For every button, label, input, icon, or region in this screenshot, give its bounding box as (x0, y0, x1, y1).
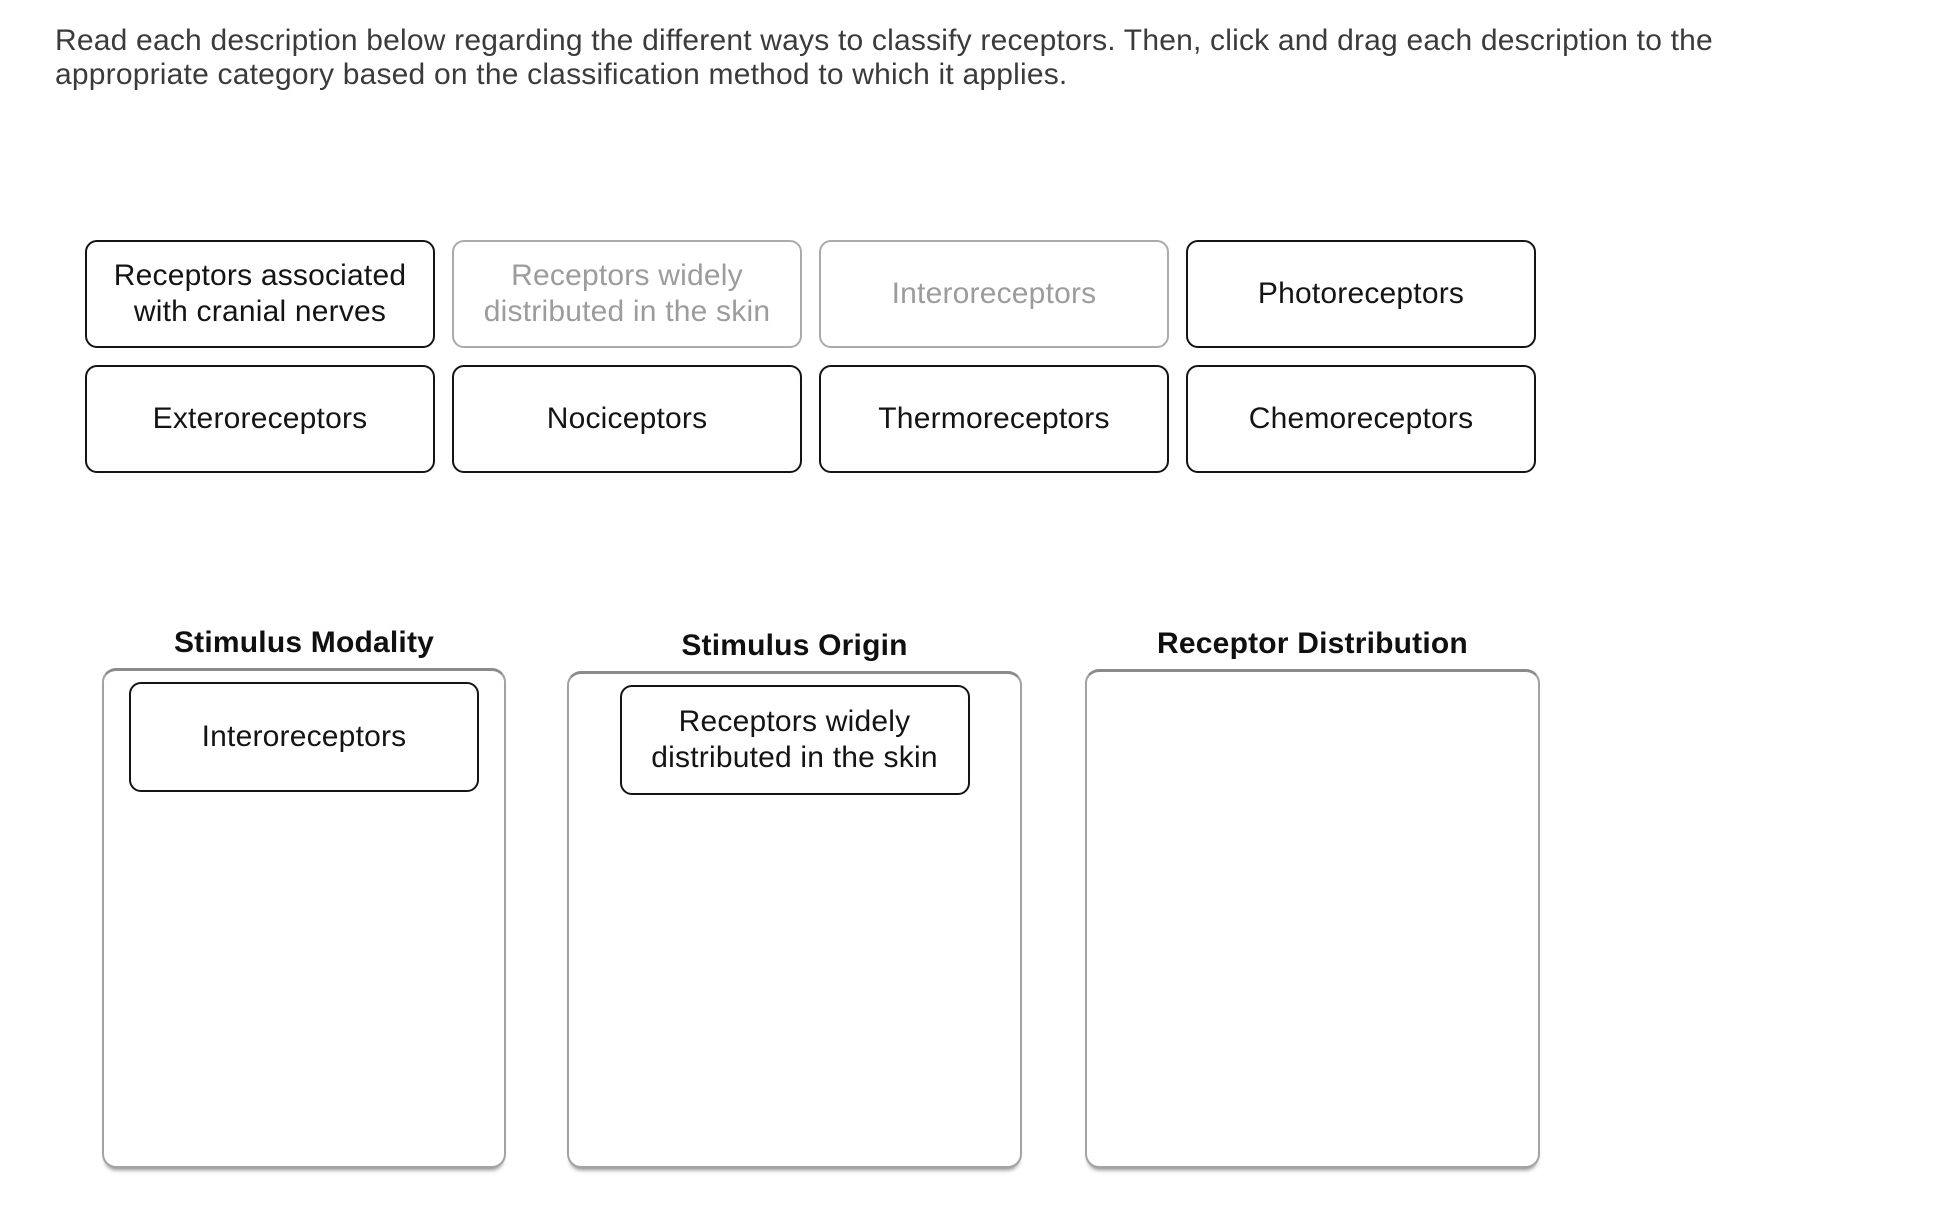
placed-chip-receptors-widely-distributed[interactable]: Receptors widely distributed in the skin (619, 685, 970, 795)
instructions-text: Read each description below regarding th… (55, 24, 1713, 91)
chip-label: Chemoreceptors (1248, 402, 1474, 435)
chip-label: Receptors widely distributed in the skin (651, 705, 938, 774)
chip-label: Thermoreceptors (878, 402, 1110, 435)
category-stimulus-modality: Stimulus Modality Interoreceptors (102, 626, 506, 1168)
bank-chip-interoreceptors: Interoreceptors (819, 240, 1169, 348)
bank-chip-thermoreceptors[interactable]: Thermoreceptors (819, 365, 1169, 473)
chip-label: Exteroreceptors (152, 402, 368, 435)
bank-chip-exteroreceptors[interactable]: Exteroreceptors (85, 365, 435, 473)
chip-label: Interoreceptors (891, 277, 1097, 310)
dropzone-stimulus-origin[interactable]: Receptors widely distributed in the skin (567, 671, 1022, 1168)
bank-chip-chemoreceptors[interactable]: Chemoreceptors (1186, 365, 1536, 473)
bank-chip-receptors-widely-distributed: Receptors widely distributed in the skin (452, 240, 802, 348)
dropzone-receptor-distribution[interactable] (1085, 669, 1540, 1168)
chip-label: Receptors widely distributed in the skin (483, 259, 771, 328)
category-stimulus-origin: Stimulus Origin Receptors widely distrib… (567, 629, 1022, 1168)
chip-label: Nociceptors (546, 402, 708, 435)
chip-label: Interoreceptors (201, 720, 407, 753)
category-title: Receptor Distribution (1157, 627, 1468, 660)
bank-chip-receptors-cranial-nerves[interactable]: Receptors associated with cranial nerves (85, 240, 435, 348)
placed-chip-interoreceptors[interactable]: Interoreceptors (129, 682, 479, 792)
bank-chip-nociceptors[interactable]: Nociceptors (452, 365, 802, 473)
dropzone-stimulus-modality[interactable]: Interoreceptors (102, 668, 506, 1168)
chip-label: Receptors associated with cranial nerves (113, 259, 407, 328)
chip-label: Photoreceptors (1257, 277, 1465, 310)
category-receptor-distribution: Receptor Distribution (1085, 627, 1540, 1168)
category-title: Stimulus Origin (681, 629, 908, 662)
category-title: Stimulus Modality (173, 626, 435, 659)
bank-chip-photoreceptors[interactable]: Photoreceptors (1186, 240, 1536, 348)
